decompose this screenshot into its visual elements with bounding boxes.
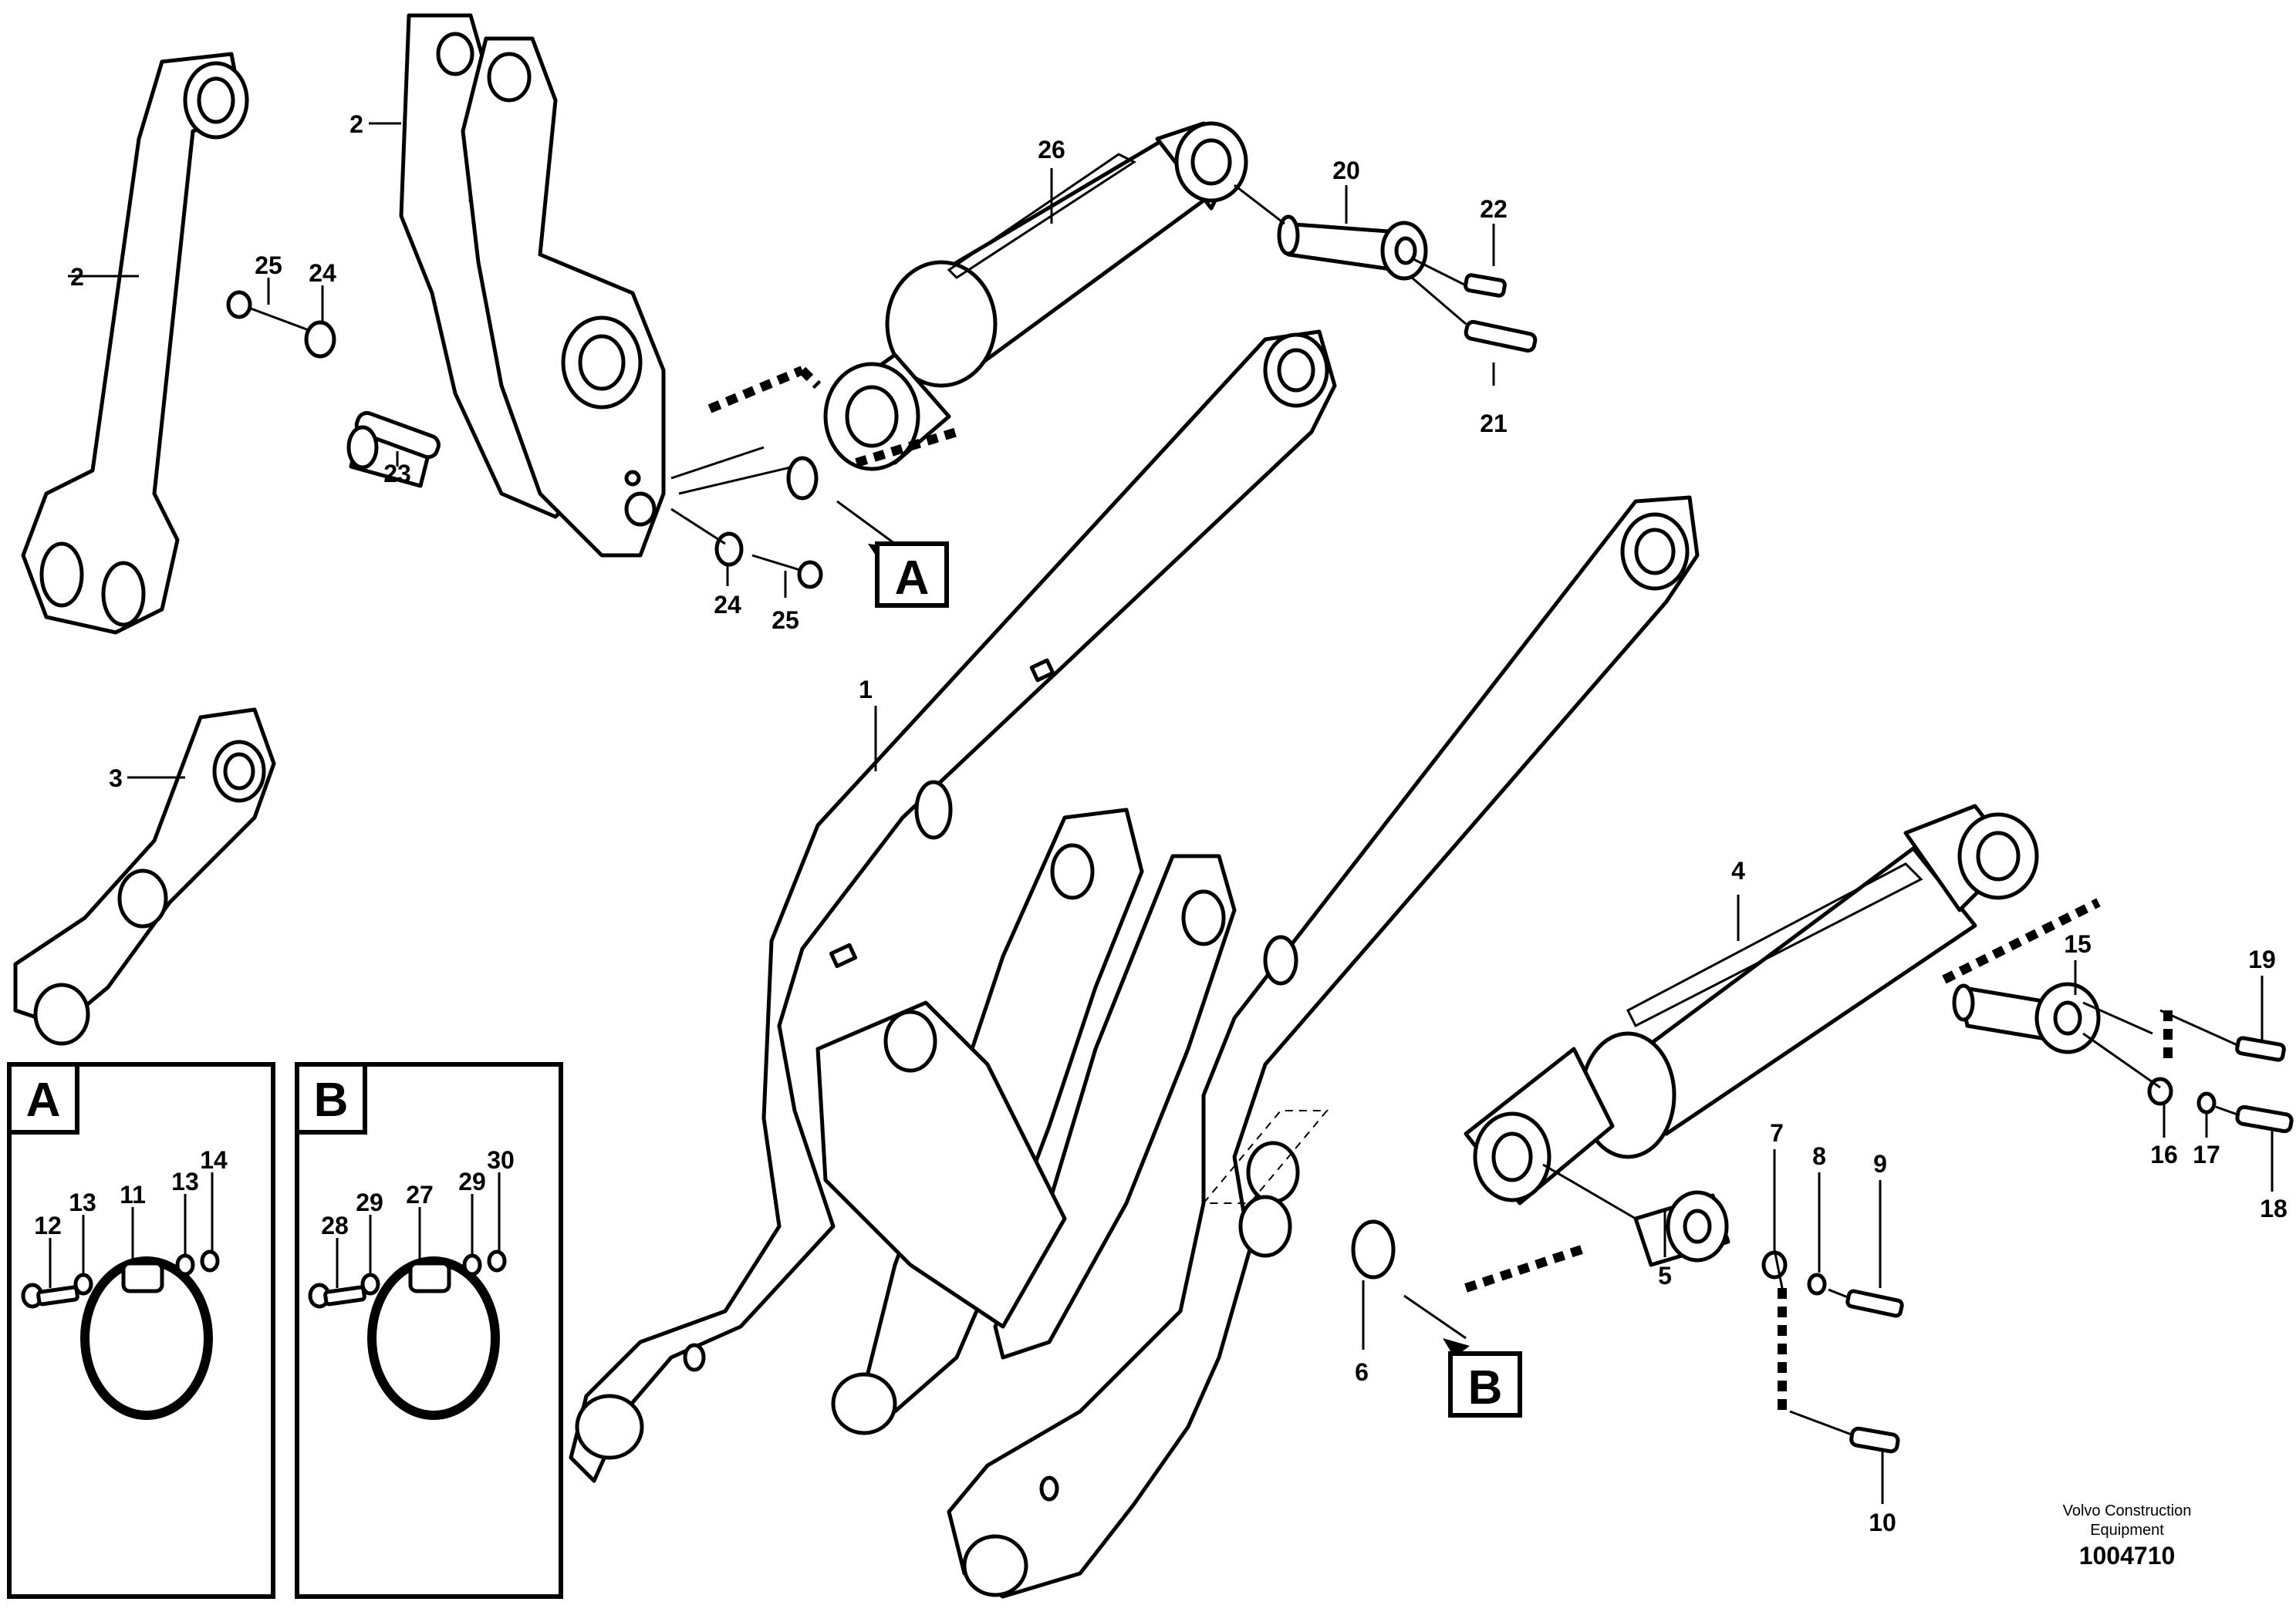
pin-part-15 bbox=[1952, 982, 2101, 1054]
inset-b-callout-28: 28 bbox=[321, 1212, 349, 1239]
drawing-number: 1004710 bbox=[2079, 1542, 2176, 1570]
hydraulic-cylinder-part-26 bbox=[823, 121, 1248, 471]
detail-ref-a: A bbox=[868, 541, 949, 608]
callout-2: 2 bbox=[70, 263, 84, 291]
callout-7: 7 bbox=[1770, 1119, 1784, 1147]
washer-part-16 bbox=[2147, 1077, 2173, 1106]
callout-25: 25 bbox=[772, 606, 799, 634]
washer-part-17 bbox=[2196, 1091, 2217, 1114]
bolt-part-25-top bbox=[226, 290, 309, 332]
inset-b: B 28 29 27 29 30 bbox=[295, 1062, 563, 1599]
bolt-part-28 bbox=[308, 1283, 366, 1309]
callout-6: 6 bbox=[1355, 1358, 1369, 1386]
detail-ref-a-label: A bbox=[895, 551, 930, 605]
washer-part-24-bottom bbox=[714, 531, 744, 567]
callout-3: 3 bbox=[109, 764, 123, 792]
callout-25: 25 bbox=[255, 251, 282, 279]
bolt-part-12 bbox=[21, 1283, 79, 1309]
callout-17: 17 bbox=[2193, 1141, 2220, 1168]
callout-5: 5 bbox=[1658, 1262, 1672, 1290]
loader-arm-part-1 bbox=[569, 329, 1700, 1599]
nut-part-14 bbox=[200, 1249, 220, 1273]
callout-23: 23 bbox=[383, 460, 411, 487]
inset-a-callout-13: 13 bbox=[69, 1189, 96, 1216]
callout-9: 9 bbox=[1873, 1150, 1887, 1178]
callout-19: 19 bbox=[2248, 946, 2276, 973]
bolt-part-21 bbox=[1411, 276, 1538, 353]
inset-a-callout-12: 12 bbox=[34, 1212, 62, 1239]
callout-15: 15 bbox=[2064, 930, 2092, 958]
inset-a-callout-13: 13 bbox=[171, 1168, 199, 1195]
pin-part-5 bbox=[1633, 1190, 1730, 1267]
inset-a: A 12 13 11 13 14 bbox=[7, 1062, 275, 1599]
pin-part-23 bbox=[346, 410, 441, 488]
link-rod-part-2 bbox=[21, 52, 249, 635]
detail-ref-b: B bbox=[1443, 1338, 1522, 1418]
inset-b-callout-29: 29 bbox=[458, 1168, 486, 1195]
callout-24: 24 bbox=[714, 591, 741, 619]
leader-lines bbox=[68, 122, 2274, 1504]
callout-20: 20 bbox=[1332, 157, 1360, 184]
seal-ring-part-6 bbox=[1238, 1195, 1396, 1280]
callout-18: 18 bbox=[2260, 1195, 2288, 1222]
inset-a-callout-11: 11 bbox=[120, 1181, 146, 1209]
callout-16: 16 bbox=[2150, 1141, 2178, 1168]
washer-part-8 bbox=[1807, 1273, 1827, 1296]
hose-clamp-part-27 bbox=[367, 1256, 500, 1420]
callout-26: 26 bbox=[1038, 136, 1065, 164]
brand-line-1: Volvo Construction bbox=[2063, 1502, 2192, 1519]
brand-line-2: Equipment bbox=[2090, 1522, 2164, 1539]
callout-2: 2 bbox=[349, 110, 363, 138]
washer-part-24-top bbox=[304, 320, 336, 359]
link-part-3 bbox=[13, 707, 276, 1046]
bolt-part-18 bbox=[2215, 1104, 2294, 1134]
inset-b-title: B bbox=[314, 1074, 349, 1127]
bolt-part-25-bottom bbox=[751, 554, 823, 589]
callout-8: 8 bbox=[1812, 1142, 1826, 1170]
bolt-part-19 bbox=[2082, 1001, 2286, 1062]
pin-part-20 bbox=[1277, 214, 1428, 281]
inset-b-callout-29: 29 bbox=[356, 1189, 383, 1216]
inset-b-callout-27: 27 bbox=[406, 1181, 434, 1209]
bell-crank-part-2 bbox=[399, 13, 666, 558]
bolt-part-9 bbox=[1828, 1288, 1904, 1318]
washer-part-7 bbox=[1761, 1250, 1788, 1280]
inset-a-title: A bbox=[26, 1074, 61, 1127]
nut-part-30 bbox=[487, 1249, 507, 1273]
inset-a-callout-14: 14 bbox=[200, 1146, 228, 1174]
callout-10: 10 bbox=[1869, 1509, 1896, 1536]
bolt-part-22 bbox=[1411, 257, 1507, 298]
callout-1: 1 bbox=[859, 676, 873, 703]
callout-21: 21 bbox=[1480, 410, 1508, 437]
callout-4: 4 bbox=[1731, 857, 1745, 885]
seal-ring-detail-a bbox=[786, 456, 819, 501]
inset-b-callout-30: 30 bbox=[487, 1146, 515, 1174]
detail-ref-b-label: B bbox=[1468, 1361, 1503, 1415]
bolt-part-10 bbox=[1773, 1249, 1900, 1454]
callout-24: 24 bbox=[309, 259, 336, 287]
hydraulic-cylinder-part-4 bbox=[1464, 804, 2039, 1206]
hose-clamp-part-11 bbox=[80, 1256, 213, 1420]
footer: Volvo Construction Equipment 1004710 bbox=[2063, 1502, 2192, 1570]
callout-labels: 1 2 2 3 4 5 6 7 8 9 10 15 16 17 18 19 20… bbox=[70, 110, 2288, 1536]
callout-22: 22 bbox=[1480, 195, 1508, 223]
